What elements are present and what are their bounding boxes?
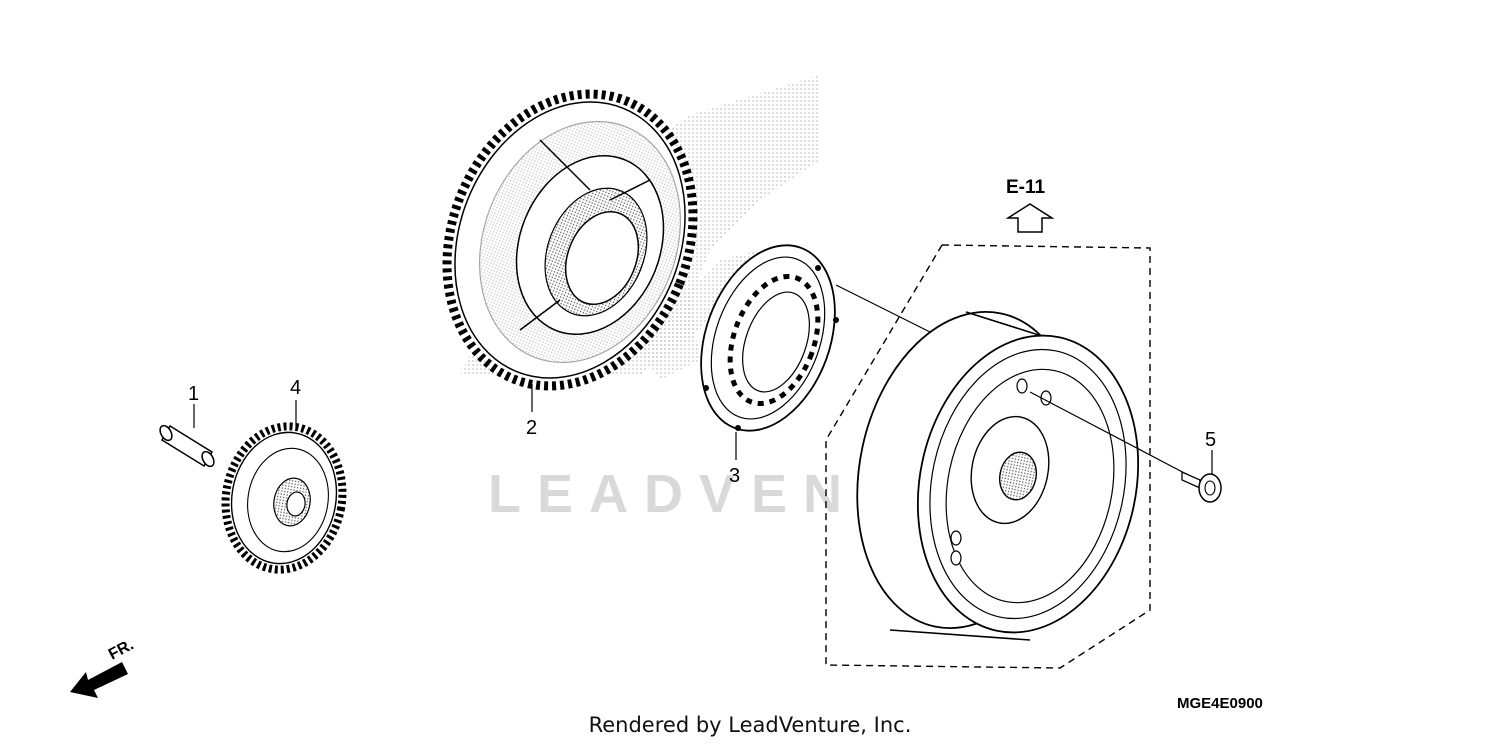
one-way-clutch (700, 244, 839, 432)
starter-driven-gear (442, 89, 698, 391)
bolt-line (1029, 391, 1191, 477)
callout-1: 1 (188, 383, 199, 405)
callout-4: 4 (290, 377, 301, 399)
front-label: FR. (106, 636, 137, 663)
reference-e11: E-11 (1006, 177, 1046, 198)
front-indicator: FR. (70, 636, 137, 698)
credit-footer: Rendered by LeadVenture, Inc. (588, 713, 912, 737)
dowel-pin (159, 424, 215, 468)
front-arrow-icon (70, 662, 128, 698)
assembly-line (835, 284, 931, 333)
callout-5: 5 (1205, 429, 1216, 451)
reference-box (825, 244, 1151, 669)
flywheel (856, 310, 1140, 641)
starter-idle-gear (221, 422, 347, 574)
up-arrow-icon (1005, 203, 1055, 233)
flange-bolt (1181, 470, 1222, 503)
callout-2: 2 (526, 417, 537, 439)
drawing-code: MGE4E0900 (1177, 695, 1263, 712)
callout-3: 3 (729, 465, 740, 487)
